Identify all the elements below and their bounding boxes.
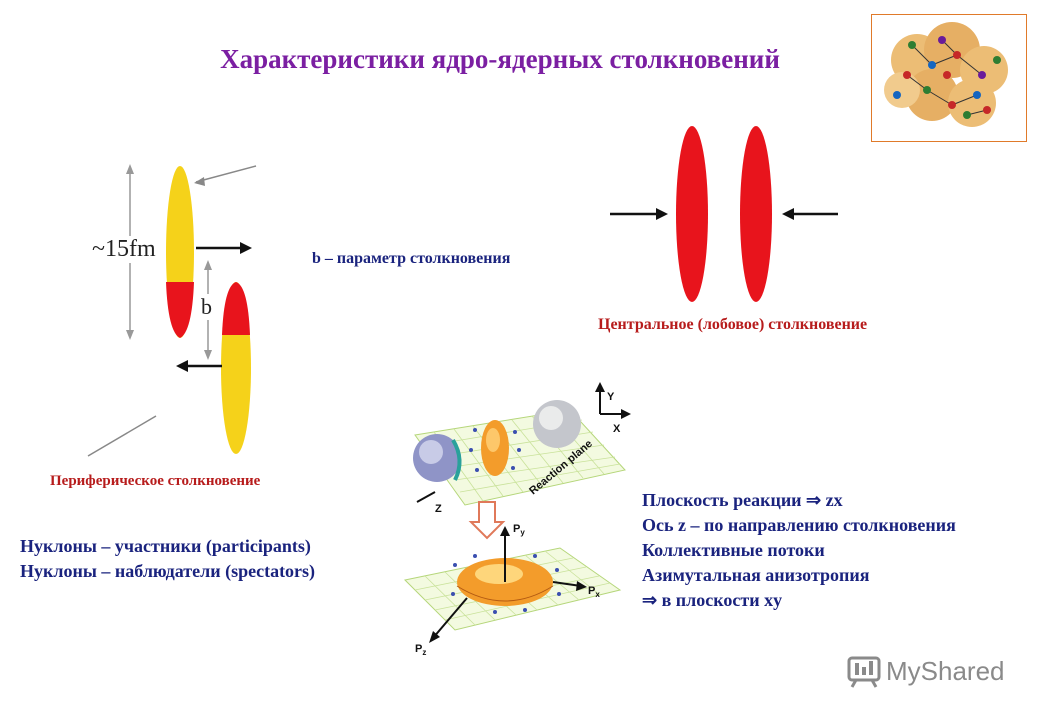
pz-label: Pz — [415, 643, 426, 657]
z-axis-label: Z — [435, 503, 442, 515]
b-label: b — [199, 294, 214, 320]
size-label: ~15fm — [92, 236, 156, 263]
nucleons-spectators: Нуклоны – наблюдатели (spectators) — [20, 561, 316, 581]
peripheral-caption: Периферическое столкновение — [50, 473, 261, 489]
y-axis-label: Y — [607, 391, 615, 403]
nucleons-participants: Нуклоны – участники (participants) — [20, 536, 311, 556]
reaction-line-3: Коллективные потоки — [642, 540, 825, 560]
reaction-list: Плоскость реакции ⇒ zx Ось z – по направ… — [642, 488, 956, 613]
b-caption: b – параметр столкновения — [312, 250, 511, 267]
projector-icon — [847, 656, 881, 688]
px-label: Px — [588, 585, 600, 599]
right-nucleus — [740, 126, 772, 302]
reaction-plane-diagram: Y X Z Reaction plane Py Px Pz — [403, 382, 631, 657]
reaction-line-1: Плоскость реакции ⇒ zx — [642, 490, 843, 510]
reaction-line-5: ⇒ в плоскости xy — [642, 590, 783, 610]
reaction-line-4: Азимутальная анизотропия — [642, 565, 870, 585]
page-title: Характеристики ядро-ядерных столкновений — [220, 44, 780, 74]
nucleus-thumbnail — [871, 14, 1027, 142]
central-collision-diagram — [610, 126, 838, 302]
reaction-line-2: Ось z – по направлению столкновения — [642, 515, 956, 535]
x-axis-label: X — [613, 423, 621, 435]
central-caption: Центральное (лобовое) столкновение — [598, 316, 868, 333]
watermark-text: MyShared — [886, 655, 1005, 686]
nucleons-list: Нуклоны – участники (participants) Нукло… — [20, 534, 315, 584]
watermark[interactable]: MyShared — [846, 654, 1005, 688]
left-nucleus — [676, 126, 708, 302]
peripheral-collision-diagram — [87, 164, 257, 457]
py-label: Py — [513, 523, 525, 537]
